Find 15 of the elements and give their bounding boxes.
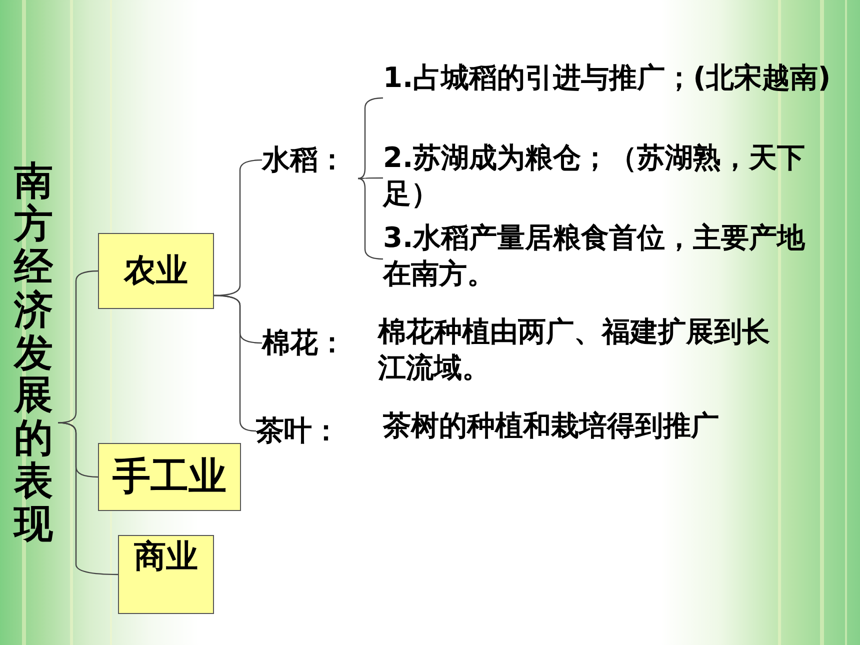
category-label: 手工业 [112,453,226,500]
category-box [98,443,241,511]
branch-label: 茶叶： [256,412,340,449]
category-label: 商业 [134,536,198,577]
category-box [98,233,214,309]
branch-label: 棉花： [262,324,346,361]
category-label: 农业 [124,250,188,292]
description-text: 茶树的种植和栽培得到推广 [383,408,719,444]
description-text: 棉花种植由两广、福建扩展到长江流域。 [378,314,771,386]
description-text: 3.水稻产量居粮食首位，主要产地在南方。 [383,220,806,292]
description-text: 1.占城稻的引进与推广；(北宋越南) [383,60,831,96]
branch-label: 水稻： [262,142,346,178]
category-box [118,535,214,614]
vertical-title: 南方经济发展的表现 [14,160,53,547]
description-text: 2.苏湖成为粮仓；（苏湖熟，天下足） [383,140,806,212]
